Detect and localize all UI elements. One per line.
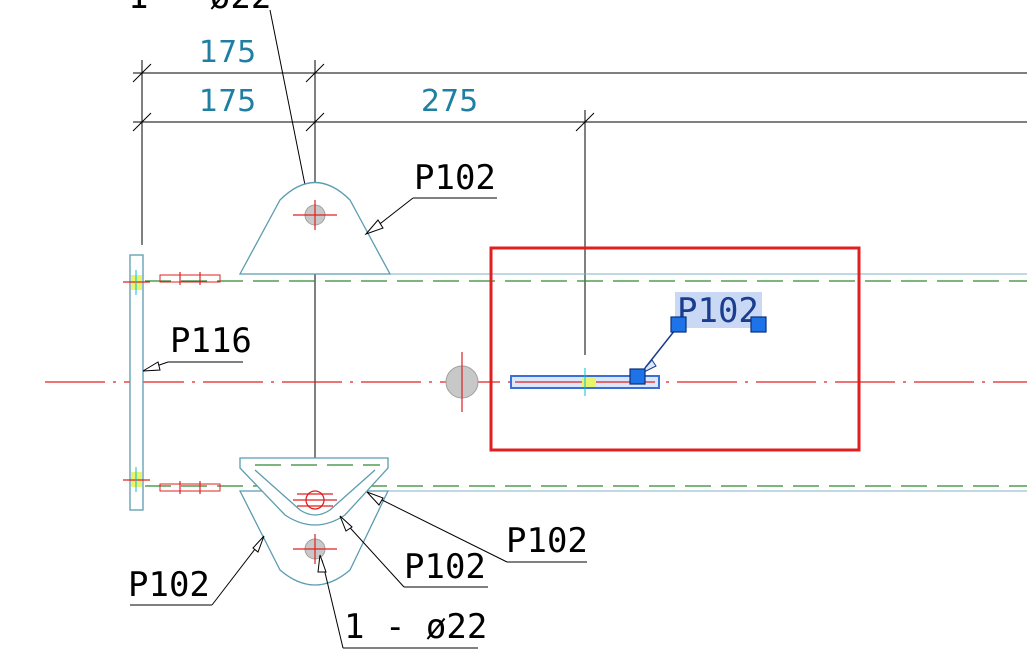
upper-plate-label[interactable]: P102 (414, 158, 496, 198)
end-plate[interactable] (123, 254, 150, 511)
dimension-lines (132, 60, 1027, 470)
selected-label-callout (639, 324, 759, 375)
grip-label-start[interactable] (670, 316, 687, 333)
grip-arrow[interactable] (629, 368, 646, 385)
dimension-text-right[interactable]: 275 (421, 84, 478, 119)
top-hole-label[interactable]: 1 - ø22 (128, 0, 271, 17)
selection-highlight-box (489, 246, 861, 452)
dimension-text-top[interactable]: 175 (199, 35, 256, 70)
lower-hole-label[interactable]: 1 - ø22 (344, 607, 487, 647)
lower-right-plate-label[interactable]: P102 (506, 521, 588, 561)
end-plate-callout (142, 361, 243, 372)
selected-plate-label[interactable]: P102 (677, 291, 759, 331)
lower-left-plate-label[interactable]: P102 (128, 565, 210, 605)
lower-middle-plate-label[interactable]: P102 (404, 547, 486, 587)
lower-gusset-plate[interactable] (238, 457, 390, 586)
selected-label-highlight (675, 292, 762, 328)
grip-label-end[interactable] (750, 316, 767, 333)
selected-plate[interactable] (510, 368, 660, 396)
upper-gusset-plate[interactable] (238, 181, 392, 275)
upper-plate-callout (364, 197, 497, 236)
dimension-text-left[interactable]: 175 (199, 84, 256, 119)
bolt-symbols (159, 272, 221, 494)
lower-callouts (130, 491, 587, 649)
top-hole-leader (269, 9, 309, 201)
end-plate-label[interactable]: P116 (170, 321, 252, 361)
